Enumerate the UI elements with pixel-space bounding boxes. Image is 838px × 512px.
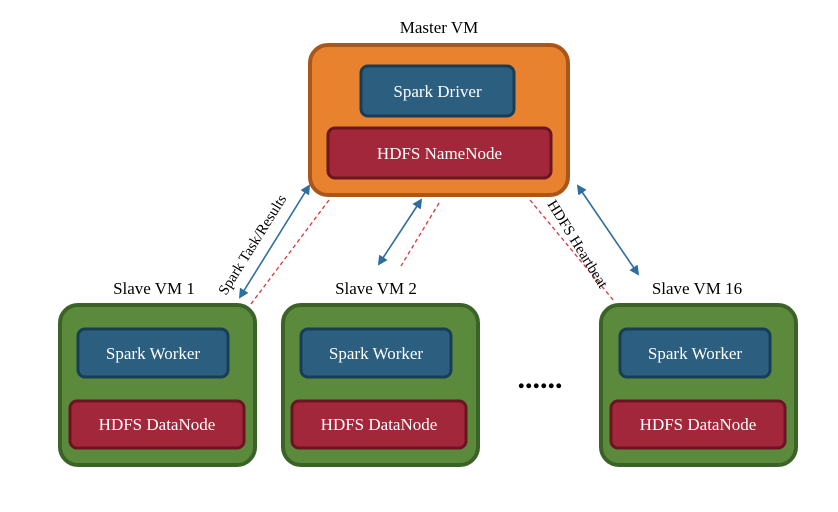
heartbeat-dashed-line-16: [529, 199, 615, 302]
slave-1-spark-worker-box: Spark Worker: [76, 327, 230, 379]
hdfs-heartbeat-label: HDFS Heartbeat: [544, 198, 611, 292]
slave-2-hdfs-datanode-box: HDFS DataNode: [290, 399, 468, 450]
task-results-arrow-1: [238, 184, 311, 299]
slave-1-hdfs-datanode-box: HDFS DataNode: [68, 399, 246, 450]
master-vm-title: Master VM: [400, 18, 479, 37]
task-results-arrow-2: [377, 198, 423, 266]
slave-vm-16: Spark Worker HDFS DataNode: [599, 303, 798, 467]
spark-driver-box: Spark Driver: [359, 64, 516, 118]
slave-vm-2: Spark Worker HDFS DataNode: [281, 303, 480, 467]
slave-16-hdfs-datanode-box: HDFS DataNode: [609, 399, 787, 450]
slave-vm-1: Spark Worker HDFS DataNode: [58, 303, 257, 467]
task-results-arrow-16: [576, 184, 640, 276]
spark-task-results-label: Spark Task/Results: [216, 192, 291, 298]
slave-16-spark-worker-label: Spark Worker: [648, 344, 742, 363]
slave-2-spark-worker-box: Spark Worker: [299, 327, 453, 379]
more-slaves-ellipsis: ......: [518, 362, 563, 395]
slave-16-hdfs-datanode-label: HDFS DataNode: [640, 415, 757, 434]
slave-1-spark-worker-label: Spark Worker: [106, 344, 200, 363]
slave-16-spark-worker-box: Spark Worker: [618, 327, 772, 379]
connection-master-slave-1: Spark Task/Results: [216, 184, 330, 305]
slave-1-hdfs-datanode-label: HDFS DataNode: [99, 415, 216, 434]
slave-vm-2-title: Slave VM 2: [335, 279, 417, 298]
hdfs-namenode-label: HDFS NameNode: [377, 144, 502, 163]
hdfs-namenode-box: HDFS NameNode: [326, 126, 553, 180]
slave-2-spark-worker-label: Spark Worker: [329, 344, 423, 363]
slave-2-hdfs-datanode-label: HDFS DataNode: [321, 415, 438, 434]
heartbeat-dashed-line-1: [250, 199, 330, 305]
spark-driver-label: Spark Driver: [393, 82, 482, 101]
slave-vm-16-title: Slave VM 16: [652, 279, 742, 298]
connection-master-slave-16: HDFS Heartbeat: [529, 184, 640, 302]
slave-vm-1-title: Slave VM 1: [113, 279, 195, 298]
connection-master-slave-2: [377, 198, 440, 267]
master-vm: Spark Driver HDFS NameNode: [308, 43, 570, 197]
heartbeat-dashed-line-2: [400, 202, 440, 267]
